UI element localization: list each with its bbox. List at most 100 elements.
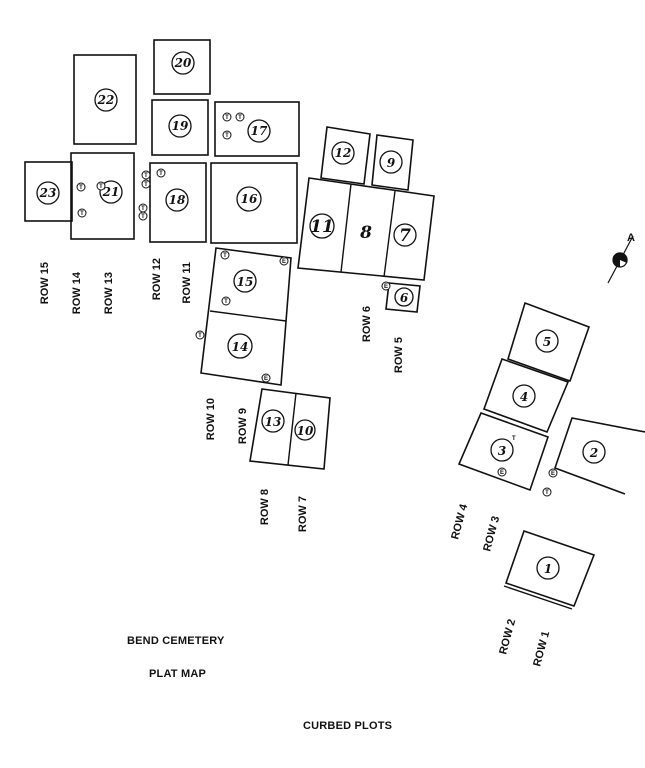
svg-text:21: 21 xyxy=(102,185,120,199)
row-label: ROW 13 xyxy=(103,272,115,314)
plots-11-8-7-block xyxy=(297,177,435,281)
svg-text:T: T xyxy=(225,115,229,121)
map-title-line-2: PLAT MAP xyxy=(149,668,207,680)
marker-t: T xyxy=(222,130,232,140)
plot-2[interactable]: 2 xyxy=(553,417,645,495)
svg-text:14: 14 xyxy=(232,340,249,354)
svg-text:16: 16 xyxy=(241,192,258,206)
plots-15-14-block xyxy=(200,247,292,386)
row-label: ROW 8 xyxy=(259,489,271,525)
svg-text:E: E xyxy=(384,284,388,290)
svg-text:13: 13 xyxy=(265,415,282,429)
plot-21[interactable]: 21 xyxy=(70,152,135,240)
svg-text:5: 5 xyxy=(543,335,551,349)
svg-text:T: T xyxy=(79,185,83,191)
svg-text:6: 6 xyxy=(400,291,409,305)
plot-4[interactable]: 4 xyxy=(482,357,570,434)
map-subtitle: CURBED PLOTS xyxy=(303,720,393,732)
svg-text:T: T xyxy=(512,436,516,442)
svg-text:23: 23 xyxy=(39,186,57,200)
row-label: ROW 3 xyxy=(481,515,502,553)
row-label: ROW 6 xyxy=(361,306,373,342)
plot-16[interactable]: 16 xyxy=(210,162,298,244)
plot-1[interactable]: 1 xyxy=(503,529,596,610)
plot-17[interactable]: 17 xyxy=(214,101,300,157)
plot-13[interactable]: 13 xyxy=(261,409,285,433)
svg-text:7: 7 xyxy=(399,226,411,246)
marker-t: T xyxy=(141,170,151,180)
svg-text:4: 4 xyxy=(520,390,528,404)
row-label: ROW 2 xyxy=(497,618,518,656)
marker-t: T xyxy=(222,112,232,122)
svg-text:1: 1 xyxy=(544,562,552,576)
svg-text:A: A xyxy=(627,232,635,244)
marker-e: E xyxy=(497,467,507,477)
marker-e: E xyxy=(279,256,289,266)
marker-e: E xyxy=(261,373,271,383)
svg-text:T: T xyxy=(141,214,145,220)
plot-18[interactable]: 18 xyxy=(149,162,207,243)
row-label: ROW 1 xyxy=(531,630,552,668)
svg-text:E: E xyxy=(264,376,268,382)
plot-5[interactable]: 5 xyxy=(507,301,591,383)
plot-3[interactable]: 3 T xyxy=(457,411,550,492)
marker-t: T xyxy=(542,487,552,497)
marker-t: T xyxy=(138,211,148,221)
marker-e: E xyxy=(548,468,558,478)
svg-text:18: 18 xyxy=(169,193,186,207)
marker-t: T xyxy=(221,296,231,306)
plot-markers: T T T T T T T T T T T T E T T E E E E T xyxy=(76,112,558,497)
svg-text:E: E xyxy=(282,259,286,265)
svg-text:T: T xyxy=(545,490,549,496)
marker-t: T xyxy=(96,181,106,191)
svg-text:10: 10 xyxy=(297,424,314,438)
svg-text:15: 15 xyxy=(237,275,254,289)
svg-text:12: 12 xyxy=(335,146,352,160)
marker-e: E xyxy=(381,281,391,291)
svg-text:22: 22 xyxy=(97,93,115,107)
svg-text:T: T xyxy=(80,211,84,217)
plot-19[interactable]: 19 xyxy=(151,99,209,156)
svg-text:T: T xyxy=(144,182,148,188)
marker-t: T xyxy=(138,203,148,213)
row-labels: ROW 15 ROW 14 ROW 13 ROW 12 ROW 11 ROW 6… xyxy=(39,258,552,668)
plot-9[interactable]: 9 xyxy=(371,134,414,191)
svg-text:T: T xyxy=(238,115,242,121)
plot-20[interactable]: 20 xyxy=(153,39,211,95)
svg-text:T: T xyxy=(141,206,145,212)
plot-7[interactable]: 7 xyxy=(393,223,417,247)
plot-6[interactable]: 6 xyxy=(385,282,421,313)
svg-text:T: T xyxy=(223,253,227,259)
north-arrow-icon: A xyxy=(607,232,635,284)
svg-text:E: E xyxy=(500,470,504,476)
row-label: ROW 7 xyxy=(297,496,309,532)
svg-text:T: T xyxy=(99,184,103,190)
svg-text:17: 17 xyxy=(251,124,268,138)
plot-22[interactable]: 22 xyxy=(73,54,137,145)
row-label: ROW 15 xyxy=(39,262,51,304)
svg-text:3: 3 xyxy=(498,444,506,458)
marker-t: T xyxy=(195,330,205,340)
plot-23[interactable]: 23 xyxy=(24,161,73,222)
svg-text:19: 19 xyxy=(172,119,189,133)
marker-t: T xyxy=(141,179,151,189)
plot-10[interactable]: 10 xyxy=(294,419,316,441)
row-label: ROW 10 xyxy=(205,398,217,440)
svg-text:T: T xyxy=(225,133,229,139)
marker-t: T xyxy=(220,250,230,260)
plot-14[interactable]: 14 xyxy=(227,333,253,359)
plot-12[interactable]: 12 xyxy=(320,126,371,185)
svg-text:20: 20 xyxy=(174,56,192,70)
svg-text:E: E xyxy=(551,471,555,477)
marker-t: T xyxy=(77,208,87,218)
plot-15[interactable]: 15 xyxy=(233,269,257,293)
plots-13-10-block xyxy=(249,388,331,470)
plot-11[interactable]: 11 xyxy=(309,213,335,239)
row-label: ROW 11 xyxy=(181,262,193,304)
svg-text:T: T xyxy=(224,299,228,305)
svg-text:T: T xyxy=(159,171,163,177)
plot-8[interactable]: 8 xyxy=(359,223,372,243)
map-title: BEND CEMETERY xyxy=(127,635,225,647)
row-label: ROW 9 xyxy=(237,408,249,444)
